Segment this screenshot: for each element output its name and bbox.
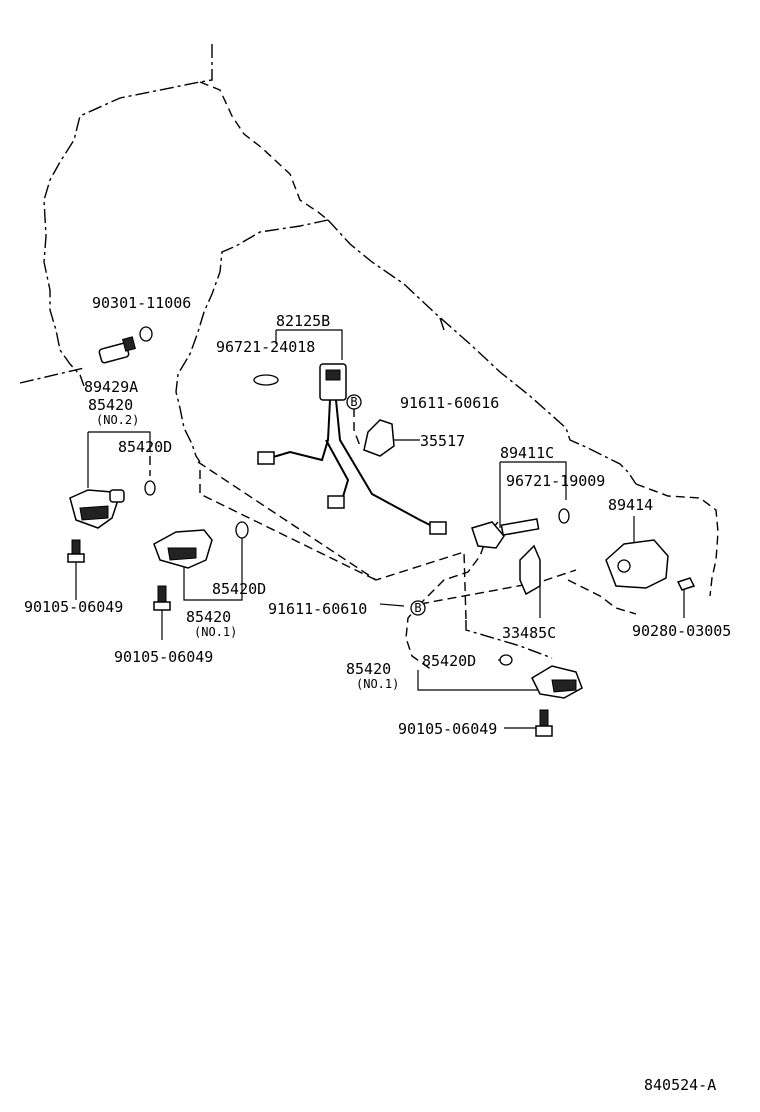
speed-sensor-89411c — [471, 518, 540, 549]
transmission-outline — [19, 44, 719, 671]
label-89414: 89414 — [608, 496, 653, 514]
label-90301-11006: 90301-11006 — [92, 294, 191, 312]
label-85420d-c: 85420D — [422, 652, 476, 670]
label-85420-no1-b: 85420 — [346, 660, 391, 678]
label-89429a: 89429A — [84, 378, 138, 396]
label-85420-no2: 85420 — [88, 396, 133, 414]
o-ring-85420d-a — [144, 480, 156, 496]
leader-lines — [75, 329, 685, 729]
label-no2: (NO.2) — [96, 413, 139, 427]
label-85420-no1-a: 85420 — [186, 608, 231, 626]
label-96721-24018: 96721-24018 — [216, 338, 315, 356]
plate-33485c — [519, 544, 541, 596]
speed-sensor-89429a — [98, 336, 136, 364]
label-96721-19009: 96721-19009 — [506, 472, 605, 490]
label-90105-06049-c: 90105-06049 — [398, 720, 497, 738]
bolt-a — [67, 539, 85, 563]
label-33485c: 33485C — [502, 624, 556, 642]
bracket-35517 — [363, 419, 395, 457]
diagram-code: 840524-A — [644, 1076, 716, 1094]
bolt-c — [535, 709, 553, 737]
label-85420d-b: 85420D — [212, 580, 266, 598]
o-ring-96721-19009 — [558, 508, 570, 524]
label-no1-b: (NO.1) — [356, 677, 399, 691]
cover-89414 — [605, 539, 669, 589]
o-ring-85420d-b — [235, 521, 249, 539]
bolt-b — [153, 585, 171, 611]
label-89411c: 89411C — [500, 444, 554, 462]
label-82125b: 82125B — [276, 312, 330, 330]
bolt-mark-label: B — [350, 395, 357, 409]
label-90280-03005: 90280-03005 — [632, 622, 731, 640]
bolt-mark-label-2: B — [414, 601, 421, 615]
label-90105-06049-a: 90105-06049 — [24, 598, 123, 616]
solenoid-no2 — [69, 489, 125, 529]
bolt-circle-91611-60610: B — [410, 600, 426, 616]
part-labels: 90301-11006 89429A 85420 (NO.2) 85420D 9… — [24, 294, 731, 1094]
bolt-circle-91611-60616: B — [346, 394, 362, 410]
o-ring-96721-24018 — [253, 374, 279, 386]
solenoid-no1-a — [153, 529, 213, 569]
o-ring-85420d-c — [499, 654, 513, 666]
label-35517: 35517 — [420, 432, 465, 450]
pin-90280 — [676, 577, 696, 591]
solenoid-no1-b — [531, 665, 583, 699]
wiring-harness-82125b — [257, 363, 447, 535]
label-85420d-a: 85420D — [118, 438, 172, 456]
label-90105-06049-b: 90105-06049 — [114, 648, 213, 666]
label-91611-60610: 91611-60610 — [268, 600, 367, 618]
label-91611-60616: 91611-60616 — [400, 394, 499, 412]
o-ring-90301 — [139, 326, 153, 342]
label-no1-a: (NO.1) — [194, 625, 237, 639]
